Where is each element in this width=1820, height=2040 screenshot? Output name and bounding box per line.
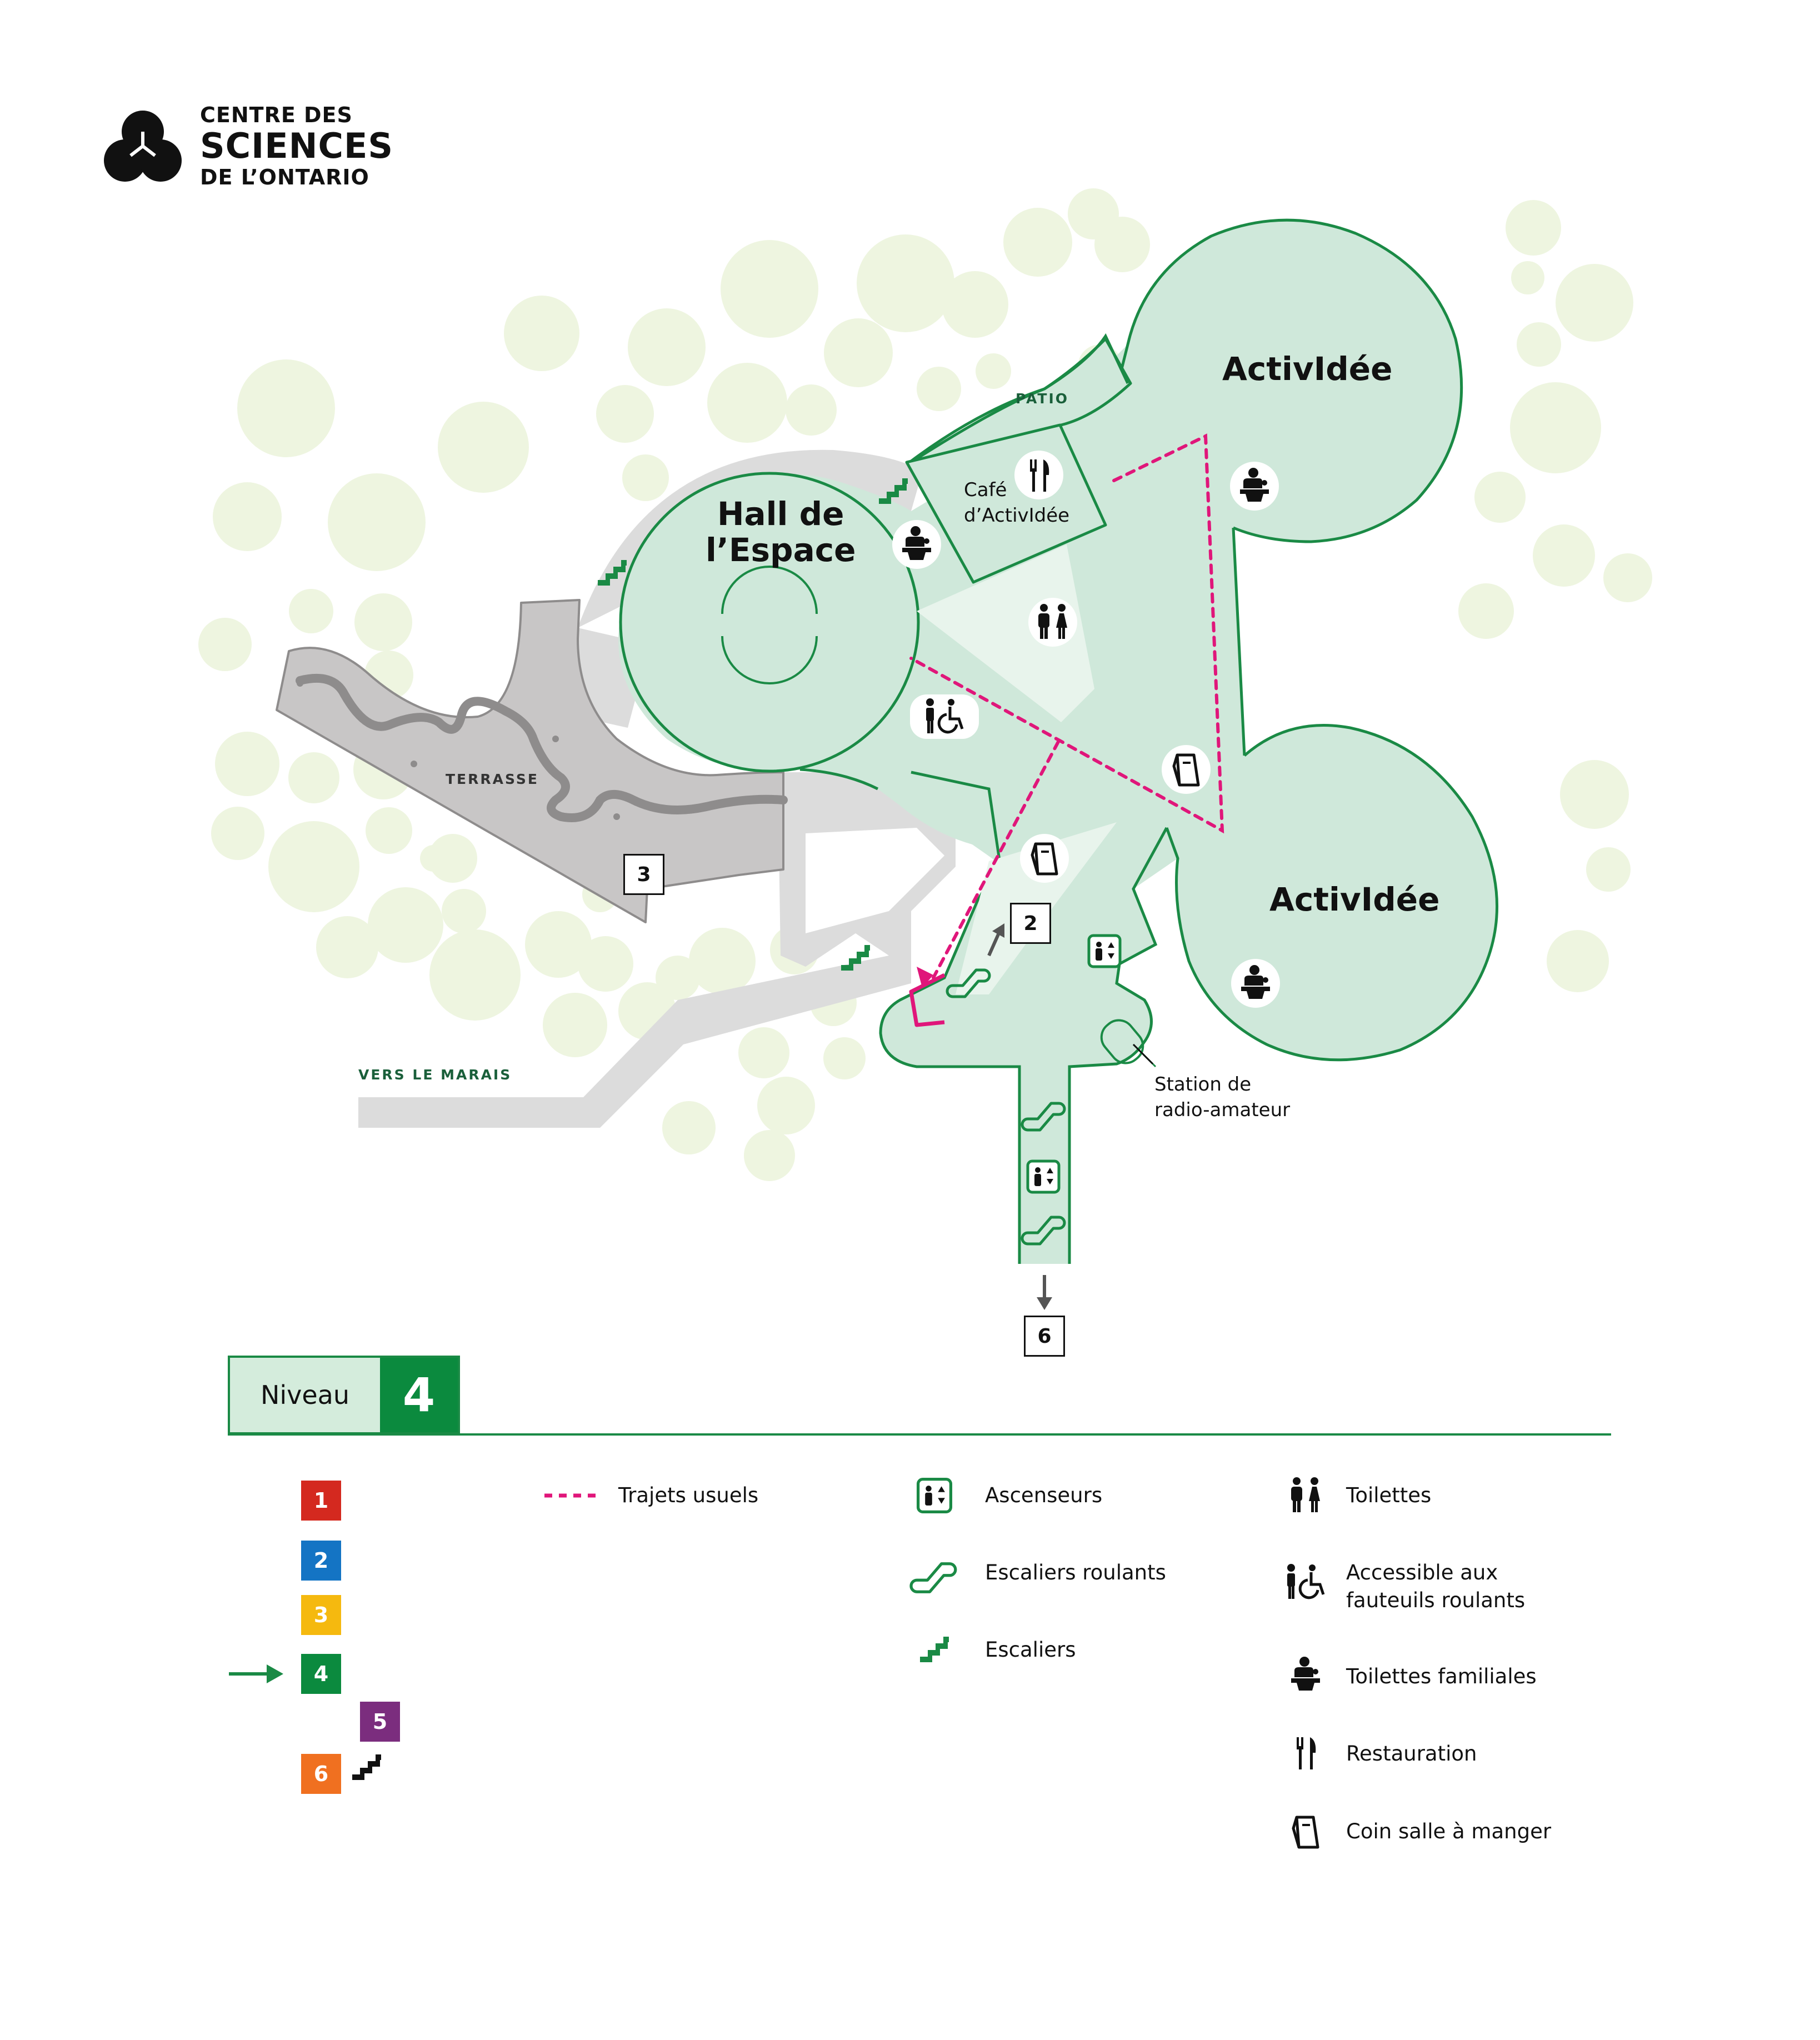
level-header: Niveau 4 xyxy=(228,1356,460,1434)
hall-line-1: Hall de xyxy=(717,495,844,533)
accessible-icon xyxy=(1287,1564,1323,1599)
elevator-icon xyxy=(1089,936,1120,967)
activ-bottom-label: ActivIdée xyxy=(1269,881,1440,918)
terrace-label: TERRASSE xyxy=(446,771,539,787)
logo-mark xyxy=(104,111,182,182)
cafe-label: Café d’ActivIdée xyxy=(964,478,1069,529)
activ-top-label: ActivIdée xyxy=(1222,350,1393,388)
level-label: Niveau xyxy=(260,1380,350,1410)
legend-escalators: Escaliers roulants xyxy=(985,1561,1166,1584)
level-6-marker[interactable]: 6 xyxy=(1024,1316,1065,1357)
logo-line-1: CENTRE DES xyxy=(200,103,353,127)
logo-line-3: DE L’ONTARIO xyxy=(200,165,369,189)
elevator-icon xyxy=(918,1479,951,1512)
logo-text: CENTRE DES SCIENCES DE L’ONTARIO xyxy=(200,104,393,188)
legend-accessible-line-2: fauteuils roulants xyxy=(1346,1588,1526,1612)
level-6-button[interactable]: 6 xyxy=(301,1754,341,1794)
eating-area-icon xyxy=(1174,755,1198,785)
terrace xyxy=(276,599,788,923)
logo-line-2: SCIENCES xyxy=(200,126,393,166)
cafe-line-2: d’ActivIdée xyxy=(964,504,1070,527)
escalator-icon xyxy=(911,1564,956,1592)
legend-routes: Trajets usuels xyxy=(618,1483,759,1507)
level-3-marker[interactable]: 3 xyxy=(623,854,664,895)
stairs-icon xyxy=(352,1754,381,1780)
map-icons xyxy=(598,451,1280,1244)
trees-background xyxy=(198,188,1652,1181)
level-2-button[interactable]: 2 xyxy=(301,1541,341,1581)
hall-label: Hall de l’Espace xyxy=(706,496,856,568)
legend-stairs: Escaliers xyxy=(985,1638,1076,1662)
elevator-icon xyxy=(1028,1161,1059,1192)
stairs-icon xyxy=(920,1637,949,1662)
level-divider xyxy=(228,1433,1611,1436)
level-1-button[interactable]: 1 xyxy=(301,1481,341,1521)
legend-accessible: Accessible aux fauteuils roulants xyxy=(1346,1559,1525,1614)
legend-eating: Coin salle à manger xyxy=(1346,1819,1552,1843)
level-2-marker[interactable]: 2 xyxy=(1010,903,1051,944)
family-toilets-icon xyxy=(1291,1657,1320,1691)
eating-area-icon xyxy=(1032,844,1057,874)
toilets-icon xyxy=(1291,1477,1320,1512)
radio-line-1: Station de xyxy=(1154,1073,1252,1096)
level-5-button[interactable]: 5 xyxy=(360,1702,400,1742)
legend-food: Restauration xyxy=(1346,1742,1477,1766)
patio-label: PATIO xyxy=(1016,391,1069,407)
level-4-button[interactable]: 4 xyxy=(301,1654,341,1694)
legend-family: Toilettes familiales xyxy=(1346,1664,1537,1688)
level-number: 4 xyxy=(380,1358,458,1432)
marais-label: VERS LE MARAIS xyxy=(358,1067,512,1083)
legend-elevators: Ascenseurs xyxy=(985,1483,1103,1507)
radio-station-label: Station de radio-amateur xyxy=(1154,1072,1290,1123)
legend-accessible-line-1: Accessible aux xyxy=(1346,1561,1498,1584)
legend-icons xyxy=(229,1477,1323,1847)
radio-line-2: radio-amateur xyxy=(1154,1098,1291,1121)
level-3-button[interactable]: 3 xyxy=(301,1595,341,1635)
eating-area-icon xyxy=(1293,1817,1318,1847)
hall-line-2: l’Espace xyxy=(706,531,856,569)
cafe-line-1: Café xyxy=(964,479,1007,501)
restaurant-icon xyxy=(1297,1737,1316,1769)
legend-toilets: Toilettes xyxy=(1346,1483,1432,1507)
